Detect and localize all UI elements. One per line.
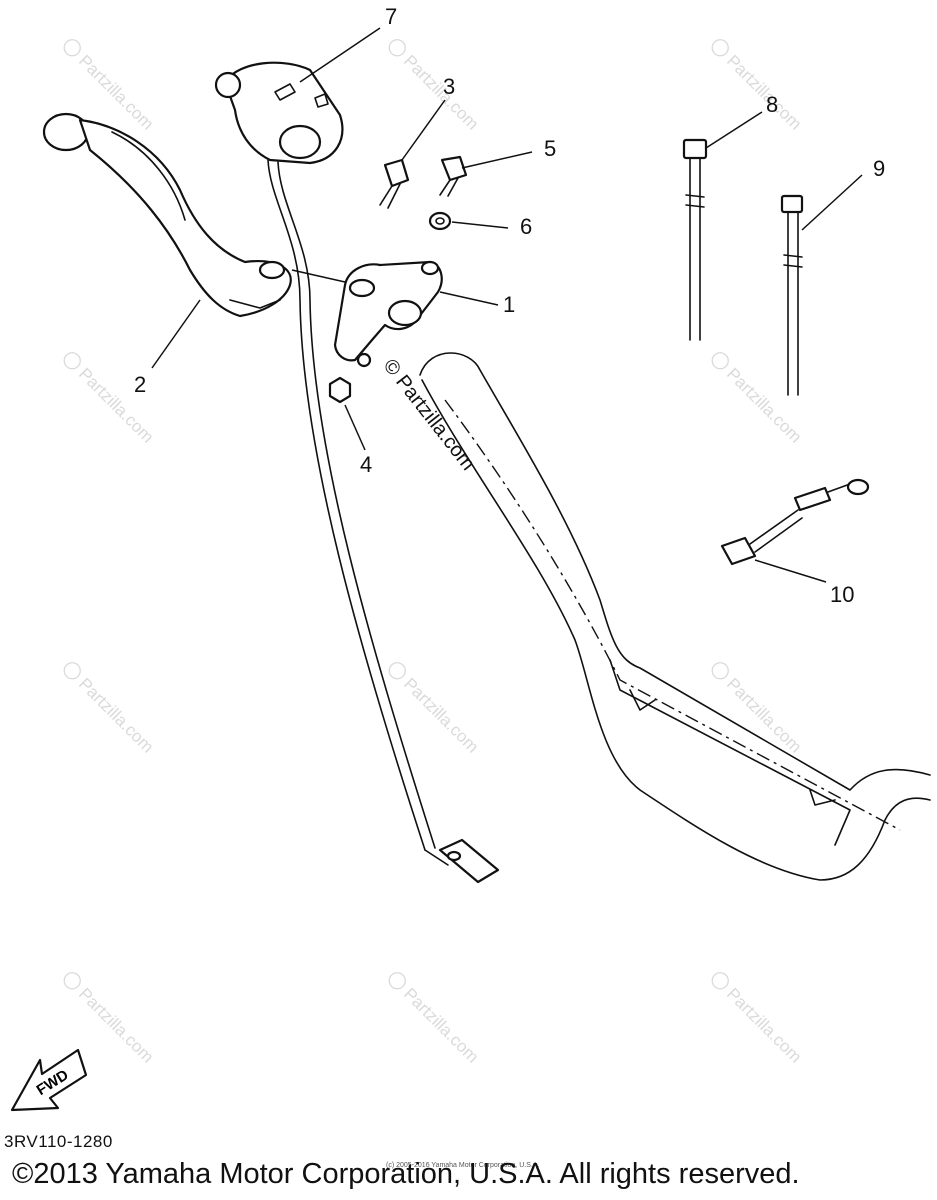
part-3-bolt	[379, 158, 410, 209]
callout-6: 6	[520, 214, 532, 239]
svg-text:Partzilla.com: Partzilla.com	[75, 674, 157, 756]
leader-8	[705, 111, 763, 149]
svg-text:Partzilla.com: Partzilla.com	[723, 984, 805, 1066]
callout-1: 1	[503, 292, 515, 317]
copyright: ©2013 Yamaha Motor Corporation, U.S.A. A…	[12, 1158, 800, 1190]
callouts: 1 2 3 4 5 6 7 8 9 10	[134, 4, 885, 607]
callout-4: 4	[360, 452, 372, 477]
watermark: Partzilla.com	[388, 972, 482, 1067]
leader-lines	[151, 27, 863, 583]
fwd-arrow-icon: FWD	[10, 1048, 88, 1112]
callout-7: 7	[385, 4, 397, 29]
watermark: Partzilla.com	[711, 662, 805, 757]
part-4-nut	[328, 376, 352, 404]
callout-8: 8	[766, 92, 778, 117]
leader-10	[754, 559, 827, 583]
switch-cable	[267, 159, 500, 884]
svg-text:Partzilla.com: Partzilla.com	[400, 984, 482, 1066]
leader-9	[801, 174, 863, 231]
watermark: Partzilla.com	[63, 662, 157, 757]
watermark: Partzilla.com	[711, 972, 805, 1067]
leader-3	[401, 99, 446, 161]
part-10-wire-lead	[720, 478, 870, 566]
callout-10: 10	[830, 582, 854, 607]
part-code: 3RV110-1280	[4, 1132, 113, 1151]
copyright-small: (c) 2005-2016 Yamaha Motor Corporation, …	[386, 1162, 540, 1169]
leader-4	[344, 404, 366, 451]
watermark: Partzilla.com	[388, 39, 482, 134]
leader-5	[461, 151, 533, 169]
leader-1	[439, 291, 499, 306]
callout-5: 5	[544, 136, 556, 161]
part-7-switch	[214, 61, 344, 165]
leader-2	[151, 299, 201, 369]
callout-3: 3	[443, 74, 455, 99]
part-5-bolt	[439, 155, 468, 197]
svg-text:Partzilla.com: Partzilla.com	[723, 674, 805, 756]
svg-text:Partzilla.com: Partzilla.com	[723, 364, 805, 446]
svg-text:Partzilla.com: Partzilla.com	[400, 674, 482, 756]
leader-lever-bracket	[291, 269, 346, 283]
part-1-bracket	[333, 260, 443, 368]
svg-text:Partzilla.com: Partzilla.com	[75, 984, 157, 1066]
watermark: Partzilla.com	[711, 352, 805, 447]
watermark: Partzilla.com	[711, 39, 805, 134]
callout-2: 2	[134, 372, 146, 397]
part-8-cable-tie	[682, 138, 708, 341]
callout-9: 9	[873, 156, 885, 181]
part-9-cable-tie	[780, 194, 804, 396]
leader-7	[299, 27, 381, 83]
leader-6	[451, 221, 509, 229]
part-6-washer	[428, 211, 452, 231]
svg-text:Partzilla.com: Partzilla.com	[400, 51, 482, 133]
handlebar	[419, 352, 931, 881]
watermark: Partzilla.com	[388, 662, 482, 757]
svg-text:Partzilla.com: Partzilla.com	[723, 51, 805, 133]
watermark: Partzilla.com	[63, 352, 157, 447]
part-2-clutch-lever	[42, 112, 292, 318]
